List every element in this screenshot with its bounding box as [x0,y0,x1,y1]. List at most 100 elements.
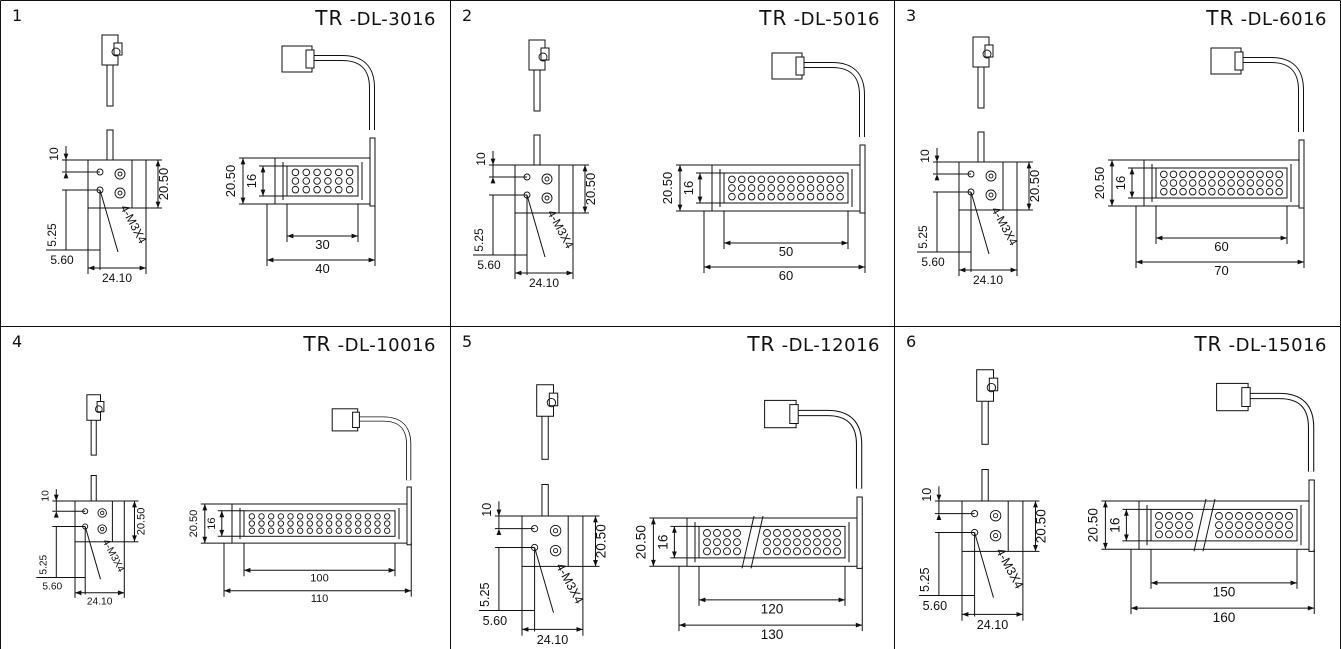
dim-side-height: 20.50 [1034,509,1049,544]
dim-front-inner: 50 [779,244,793,259]
led [291,177,300,185]
led [1165,512,1173,520]
led [313,177,321,185]
led [803,529,811,537]
side-body [961,500,1024,552]
dim-side-offset-v: 5.25 [472,228,486,252]
front-cable [357,416,412,481]
mount-hole-inner [117,190,123,196]
led [763,538,771,547]
led [316,520,323,527]
dim-front-height: 20.50 [660,172,675,205]
model-prefix: TR [747,332,776,356]
led [793,529,801,537]
led [1265,530,1273,539]
dim-front-lens: 16 [681,181,696,195]
dim-side-offset-h: 5.60 [50,253,74,267]
led [1235,530,1243,539]
led [1245,530,1253,539]
led [1255,530,1263,539]
side-cable-stem [90,475,97,502]
dim-side-offset-h: 5.60 [42,581,62,592]
led [1169,187,1178,196]
led [703,538,711,547]
screw-callout: 4-M3X4 [100,538,127,575]
led [1188,187,1197,196]
arrowhead [672,526,677,533]
dim-side-top: 10 [47,147,61,161]
led [248,527,256,534]
model-name: TR -DL-12016 [747,332,880,356]
led [277,513,285,520]
led [1265,179,1274,187]
dim-side-offset-h: 5.60 [923,599,948,613]
led [747,192,756,201]
side-body [74,500,125,543]
led [773,547,781,556]
side-connector-screw [111,47,121,57]
led [267,520,275,527]
led [806,192,815,201]
dim-side-offset-v: 5.25 [38,555,49,575]
dim-side-offset-v: 5.25 [478,582,492,607]
led [806,175,815,184]
led [738,184,746,192]
led [1175,512,1183,520]
front-cable-inner [802,63,864,137]
front-end-plate [406,486,412,546]
led [1236,187,1245,196]
dim-side-width: 24.10 [973,273,1003,287]
led [383,527,391,534]
led [833,529,841,537]
led [1185,530,1193,539]
dim-front-inner: 30 [315,237,329,252]
model-prefix: TR [1194,332,1223,356]
arrowhead [697,173,703,180]
led [374,520,381,527]
arrowhead [855,622,863,628]
arrowhead [496,528,502,535]
led [1225,512,1233,520]
led [291,168,300,177]
dim-side-top: 10 [474,152,488,166]
led [296,520,304,527]
led [1198,170,1207,179]
led [723,529,731,537]
led [1175,530,1183,539]
led [335,527,343,534]
led [248,520,256,527]
led [1155,512,1163,520]
led [1227,170,1235,179]
led [816,175,825,184]
dim-front-lens: 16 [655,535,670,550]
mount-hole-large [97,524,107,534]
model-prefix: TR [759,6,788,30]
panel-6: 6 TR -DL-15016 [894,326,1341,649]
arrowhead [132,501,137,508]
arrowhead [672,551,677,558]
front-end-plate [1308,479,1315,552]
led [833,547,841,556]
led [1265,521,1273,530]
side-connector-screw [538,52,548,62]
model-name: TR -DL-3016 [315,6,436,30]
led [374,513,381,520]
dim-side-height: 20.50 [136,508,148,536]
led [1245,521,1253,530]
dim-front-outer: 60 [779,268,793,283]
arrowhead [566,270,573,276]
led [1215,512,1223,520]
mount-hole-large [97,508,107,518]
led [324,168,332,177]
led [1185,521,1193,530]
led [1255,521,1263,530]
led [1217,179,1226,187]
led [287,513,294,520]
led [803,538,811,547]
screw-callout: 4-M3X4 [988,204,1020,248]
